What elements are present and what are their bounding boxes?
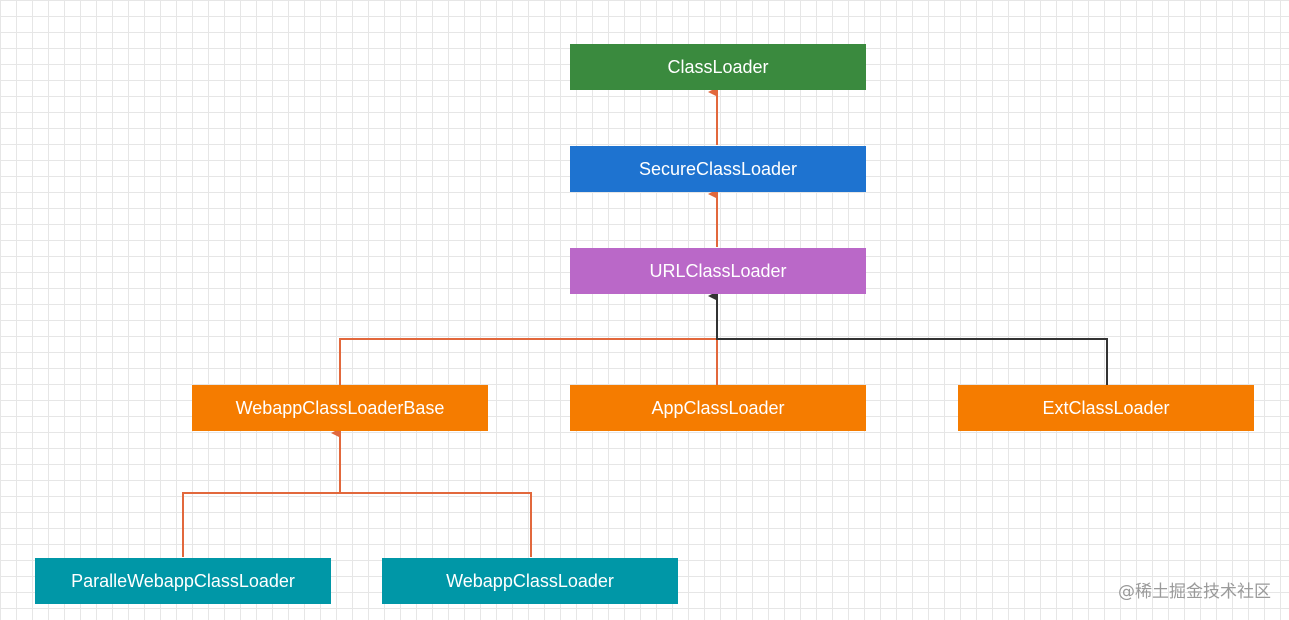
node-urlclassloader: URLClassLoader [570, 248, 866, 294]
watermark: @稀土掘金技术社区 [1118, 582, 1271, 602]
edge-ext-to-url [708, 291, 1108, 385]
node-webappclassloader: WebappClassLoader [382, 558, 678, 604]
node-extclassloader: ExtClassLoader [958, 385, 1254, 431]
edge-parallewebapp-to-webappbase [182, 492, 340, 557]
node-appclassloader: AppClassLoader [570, 385, 866, 431]
node-webappclassloaderbase: WebappClassLoaderBase [192, 385, 488, 431]
edge-webapp-to-webappbase [331, 428, 532, 557]
node-secureclassloader: SecureClassLoader [570, 146, 866, 192]
edge-webappbase-to-url [339, 338, 717, 385]
node-parallewebappclassloader: ParalleWebappClassLoader [35, 558, 331, 604]
node-classloader: ClassLoader [570, 44, 866, 90]
